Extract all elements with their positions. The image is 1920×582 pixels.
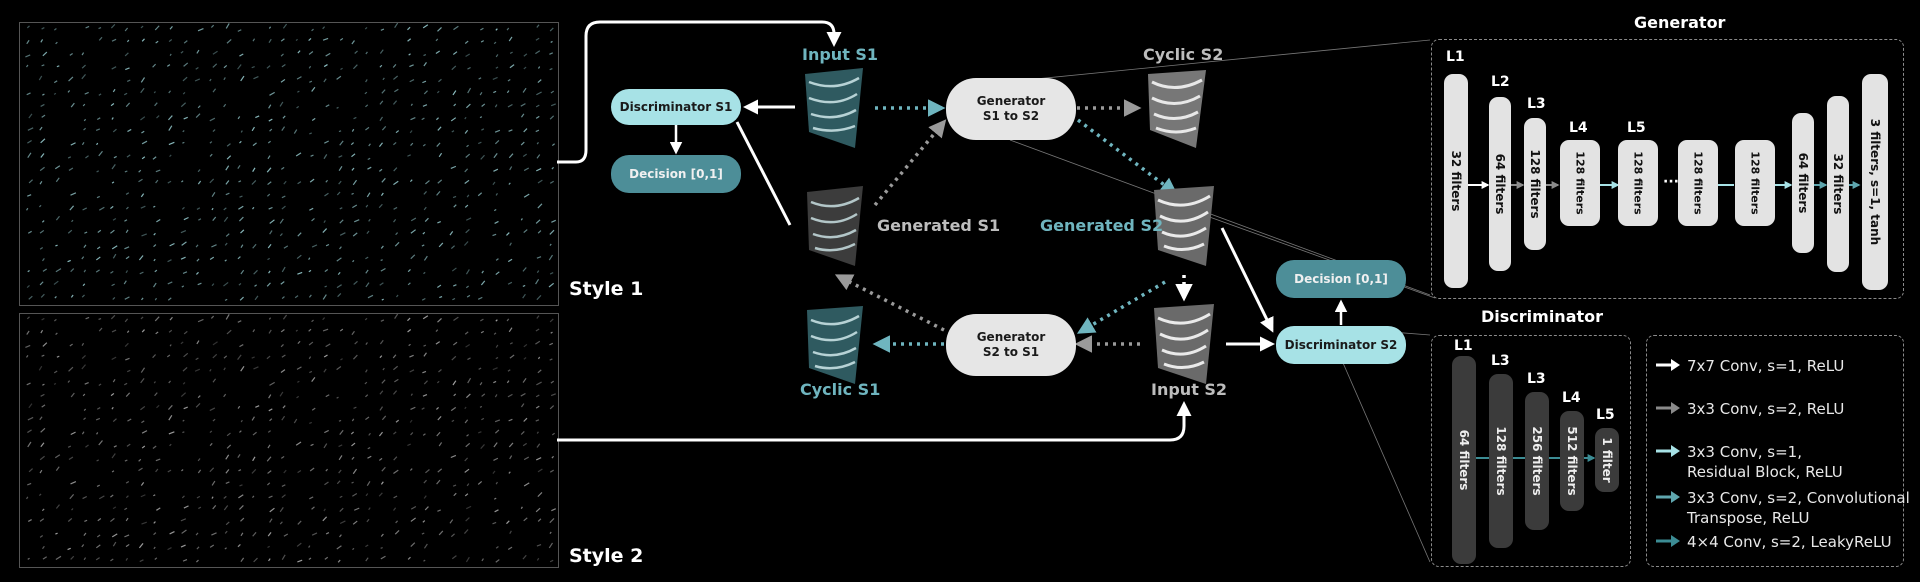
gen-bar-6: 128 filters [1678,140,1718,226]
sample-image-generated-s1 [807,186,863,266]
discriminator-panel: L1 L3 L3 L4 L5 64 filters 128 filters 25… [1431,335,1631,567]
disc-layer-label-l5: L5 [1596,407,1615,423]
arrow-input-s2-to-generator-diag [1076,280,1166,334]
gen-layer-label-l5: L5 [1627,120,1646,136]
gen-ellipsis: ··· [1663,174,1679,190]
disc-bar-5: 1 filter [1595,428,1619,492]
label-generated-s1: Generated S1 [877,216,1001,235]
gen-bar-4: 128 filters [1560,140,1600,226]
disc-bar-2: 128 filters [1489,374,1513,548]
sample-image-input-s1 [805,68,863,148]
generator-s1-to-s2-line1: Generator [976,94,1046,108]
legend-panel: 7x7 Conv, s=1, ReLU 3x3 Conv, s=2, ReLU … [1646,335,1910,567]
gen-bar-8-label: 64 filters [1796,152,1810,214]
generator-panel-title: Generator [1634,13,1726,32]
style1-texture-panel [19,22,559,306]
gen-bar-5-label: 128 filters [1631,151,1645,215]
legend-text-3a: 3x3 Conv, s=1, [1687,443,1802,461]
generator-s2-to-s1-line2: S2 to S1 [982,345,1040,359]
generator-s1-to-s2-line2: S1 to S2 [982,109,1040,123]
decision-s2-node: Decision [0,1] [1276,260,1406,298]
arrow-style1-to-input-s1 [557,20,842,164]
label-cyclic-s1: Cyclic S1 [800,380,881,399]
generator-s2-to-s1-line1: Generator [976,330,1046,344]
disc-layer-label-l2: L3 [1491,353,1510,369]
legend-text-3b: Residual Block, ReLU [1687,463,1843,481]
legend-arrow-5 [1656,535,1680,547]
disc-bar-4-label: 512 filters [1565,426,1579,496]
gen-bar-1: 32 filters [1444,74,1468,288]
legend-text-1: 7x7 Conv, s=1, ReLU [1687,357,1845,375]
gen-bar-7: 128 filters [1735,140,1775,226]
gen-bar-3-label: 128 filters [1528,149,1542,219]
arrow-generated-s2-to-disc-s2 [1220,227,1274,333]
disc-bar-3: 256 filters [1525,392,1549,530]
gen-layer-label-l2: L2 [1491,74,1510,90]
gen-layer-label-l1: L1 [1446,49,1465,65]
gen-bar-1-label: 32 filters [1449,150,1463,212]
style1-label: Style 1 [569,278,644,300]
gen-bar-10: 3 filters, s=1, tanh [1862,74,1888,290]
sample-image-cyclic-s1 [807,306,863,384]
discriminator-s2-node: Discriminator S2 [1276,326,1406,364]
gen-bar-8: 64 filters [1792,113,1814,253]
disc-bar-4: 512 filters [1560,411,1584,511]
disc-bar-5-label: 1 filter [1600,437,1614,483]
gen-bar-5: 128 filters [1618,140,1658,226]
sample-image-generated-s2 [1154,186,1214,266]
gen-bar-2: 64 filters [1489,97,1511,271]
gen-bar-10-label: 3 filters, s=1, tanh [1868,118,1882,246]
gen-bar-6-label: 128 filters [1691,151,1705,215]
legend-arrow-2 [1656,402,1680,414]
label-cyclic-s2: Cyclic S2 [1143,45,1224,64]
gen-bar-4-label: 128 filters [1573,151,1587,215]
disc-layer-label-l3: L3 [1527,371,1546,387]
decision-s1-node: Decision [0,1] [611,155,741,193]
legend-text-5: 4×4 Conv, s=2, LeakyReLU [1687,533,1892,551]
gen-bar-9-label: 32 filters [1831,153,1845,215]
generator-panel: L1 L2 L3 L4 L5 32 filters 64 filters 128… [1431,39,1904,299]
legend-text-2: 3x3 Conv, s=2, ReLU [1687,400,1845,418]
disc-bar-3-label: 256 filters [1530,426,1544,496]
gen-bar-2-label: 64 filters [1493,153,1507,215]
disc-bar-1: 64 filters [1452,356,1476,564]
discriminator-s1-node: Discriminator S1 [611,89,741,125]
gen-bar-7-label: 128 filters [1748,151,1762,215]
legend-arrow-4 [1656,491,1680,503]
label-input-s1: Input S1 [802,45,879,64]
zoom-line [1339,355,1431,563]
style2-texture [25,314,556,563]
generator-panel-arrows [1468,181,1861,189]
zoom-line [1004,39,1431,83]
gen-bar-9: 32 filters [1827,96,1849,272]
disc-bar-2-label: 128 filters [1494,426,1508,496]
arrow-style2-to-input-s2 [557,401,1192,442]
disc-layer-label-l4: L4 [1562,390,1581,406]
legend-arrow-3 [1656,445,1680,457]
gen-layer-label-l3: L3 [1527,96,1546,112]
label-generated-s2: Generated S2 [1040,216,1164,235]
style2-label: Style 2 [569,545,644,567]
arrow-generated-s1-to-disc-s1 [735,121,792,226]
disc-bar-1-label: 64 filters [1457,429,1471,491]
disc-layer-label-l1: L1 [1454,338,1473,354]
label-input-s2: Input S2 [1151,380,1228,399]
gen-layer-label-l4: L4 [1569,120,1588,136]
legend-arrow-1 [1656,359,1680,371]
style2-texture-panel [19,313,559,568]
style1-texture [25,23,556,301]
sample-image-input-s2 [1154,304,1214,384]
gen-bar-3: 128 filters [1524,118,1546,250]
legend-text-4b: Transpose, ReLU [1687,509,1810,527]
discriminator-panel-title: Discriminator [1481,307,1604,326]
arrow-generated-s1-to-generator [873,119,947,207]
sample-image-cyclic-s2 [1148,70,1206,148]
legend-text-4a: 3x3 Conv, s=2, Convolutional [1687,489,1910,507]
